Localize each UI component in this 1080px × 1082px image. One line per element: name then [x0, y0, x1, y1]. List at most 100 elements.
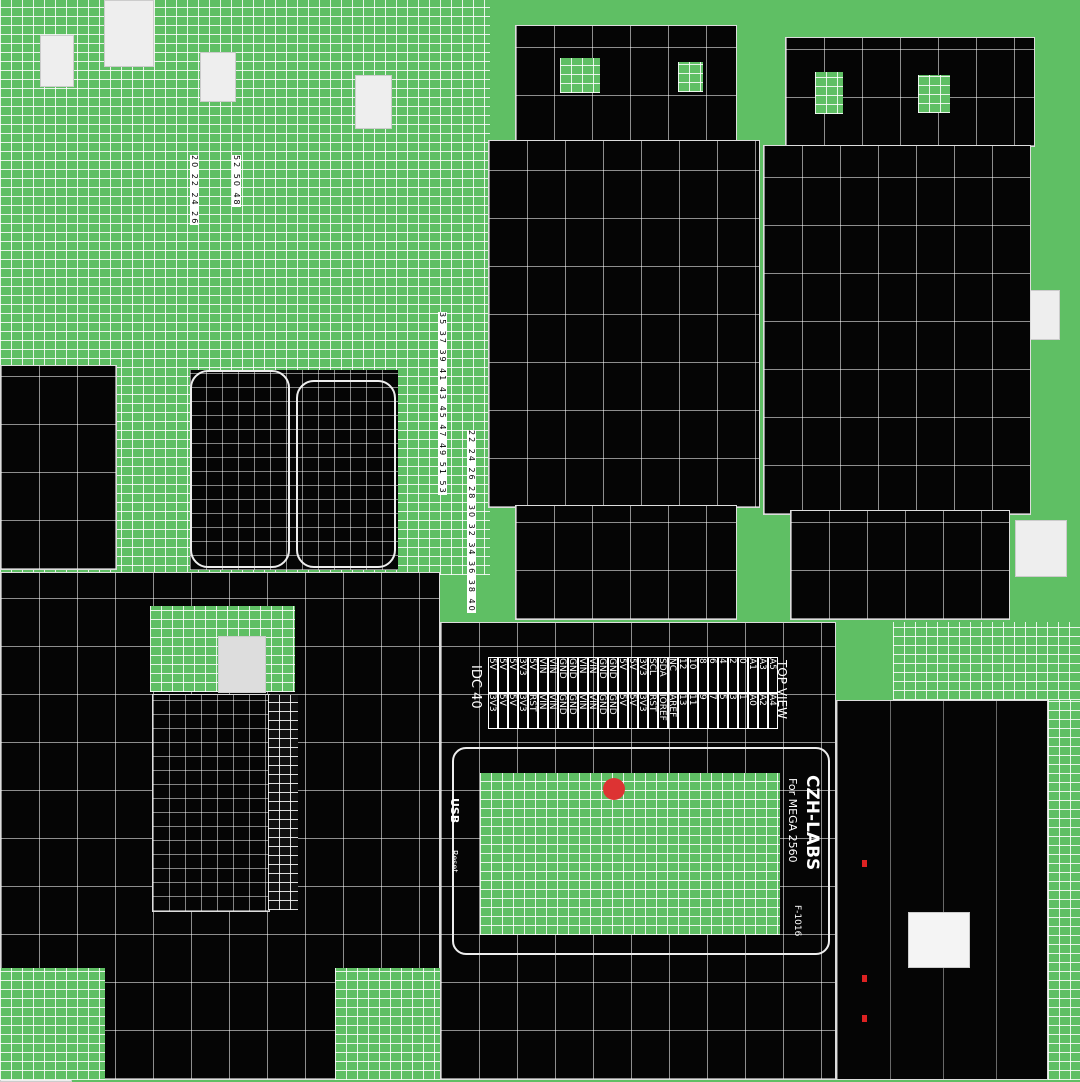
white-pad — [104, 0, 154, 67]
pin-label: GND — [598, 693, 608, 729]
pin-label: GND — [568, 657, 578, 693]
pin-label: 13 — [678, 693, 688, 729]
pin-label: 5V — [618, 693, 628, 729]
pcb-inset — [678, 62, 703, 92]
pin-label: 5V — [508, 693, 518, 729]
pin-label: 5V — [628, 657, 638, 693]
pin-label: 6 — [708, 657, 718, 693]
pcb-inset — [918, 75, 950, 113]
white-pad — [1030, 290, 1060, 340]
pin-label: AREF — [668, 693, 678, 729]
pin-label: 5V — [498, 657, 508, 693]
pin-label: 12 — [678, 657, 688, 693]
pin-label: A0 — [748, 693, 758, 729]
pin-label: VIN — [588, 693, 598, 729]
pcb-region-bottom-left — [0, 968, 105, 1080]
wireframe-shapes-block — [190, 370, 398, 570]
pin-label: A3 — [758, 657, 768, 693]
pin-label: VIN — [538, 693, 548, 729]
pin-label: 3V3 — [638, 657, 648, 693]
pin-label: IOREF — [658, 693, 668, 729]
pin-label: 10 — [688, 657, 698, 693]
idc-connector-label: IDC 40 — [468, 665, 483, 709]
mask-block-top-middle — [515, 25, 737, 145]
pin-label: A2 — [758, 693, 768, 729]
white-pad — [355, 75, 392, 129]
pin-label: VIN — [588, 657, 598, 693]
label-sticker — [908, 912, 970, 968]
pin-label: RST — [648, 693, 658, 729]
pin-label: 5V — [498, 693, 508, 729]
pin-label: 7 — [708, 693, 718, 729]
pin-label: GND — [568, 693, 578, 729]
white-pad — [218, 636, 266, 693]
pin-label: NC — [668, 657, 678, 693]
top-view-label: TOP VIEW — [775, 660, 789, 720]
pcb-region-bottom — [335, 968, 440, 1080]
red-marker — [862, 1015, 867, 1022]
pin-label: 1 — [738, 693, 748, 729]
pin-label: 5V — [508, 657, 518, 693]
model-label: For MEGA 2560 — [786, 778, 799, 863]
white-pad — [1015, 520, 1067, 577]
pin-label: SDA — [658, 657, 668, 693]
mask-inset — [152, 694, 270, 912]
pin-label: 3 — [728, 693, 738, 729]
pin-label: A5 — [768, 657, 778, 693]
mask-block-bottom-right — [836, 700, 1048, 1080]
pin-label: SCL — [648, 657, 658, 693]
pin-label: VIN — [578, 657, 588, 693]
pin-label: 2 — [728, 657, 738, 693]
pin-label: 9 — [698, 693, 708, 729]
pcb-board-inset — [480, 773, 780, 935]
pcb-strip-right — [1048, 700, 1080, 1080]
pin-label: 5V — [488, 657, 498, 693]
pin-label: RST — [528, 693, 538, 729]
white-pad — [40, 35, 74, 87]
usb-label: USB — [448, 798, 461, 824]
pin-label: 4 — [718, 657, 728, 693]
pin-label: 5V — [628, 693, 638, 729]
mask-block-right-low — [790, 510, 1010, 620]
pin-label: GND — [558, 657, 568, 693]
pin-label: 0 — [738, 657, 748, 693]
pin-label: 8 — [698, 657, 708, 693]
red-marker — [862, 975, 867, 982]
part-label: F-1016 — [792, 905, 802, 937]
red-marker — [862, 860, 867, 867]
pin-number-column: 52 50 48 — [232, 155, 241, 207]
pin-label: VIN — [578, 693, 588, 729]
white-pad — [200, 52, 236, 102]
wire-outline — [190, 370, 290, 568]
pin-label: GND — [608, 657, 618, 693]
board-outline — [452, 747, 830, 955]
pin-label: GND — [558, 693, 568, 729]
pcb-region-right — [893, 622, 1080, 700]
mask-block-left — [0, 365, 117, 570]
mask-block-right — [763, 145, 1031, 515]
pin-label: 3V3 — [488, 693, 498, 729]
pin-number-column: 22 24 26 28 30 32 34 36 38 40 — [467, 430, 476, 613]
reset-label: Reset — [450, 850, 459, 873]
pin-label: A1 — [748, 657, 758, 693]
pcb-strip — [268, 695, 298, 910]
pin-label: VIN — [538, 657, 548, 693]
pin-label: VIN — [548, 657, 558, 693]
pin-label: 5V — [618, 657, 628, 693]
pin-number-column: 35 37 39 41 43 45 47 49 51 53 — [438, 312, 447, 495]
pin-label: 5 — [718, 693, 728, 729]
pin-label: 5V — [528, 657, 538, 693]
pin-label: VIN — [548, 693, 558, 729]
pin-label: GND — [598, 657, 608, 693]
pcb-inset — [815, 72, 843, 114]
pin-label: 3V3 — [638, 693, 648, 729]
pin-label: 3V3 — [518, 693, 528, 729]
pin-label: 11 — [688, 693, 698, 729]
pin-label: A4 — [768, 693, 778, 729]
mask-block-middle — [488, 140, 760, 508]
pin-number-column: 20 22 24 26 — [190, 155, 199, 226]
pin-label: 3V3 — [518, 657, 528, 693]
pin-label: GND — [608, 693, 618, 729]
